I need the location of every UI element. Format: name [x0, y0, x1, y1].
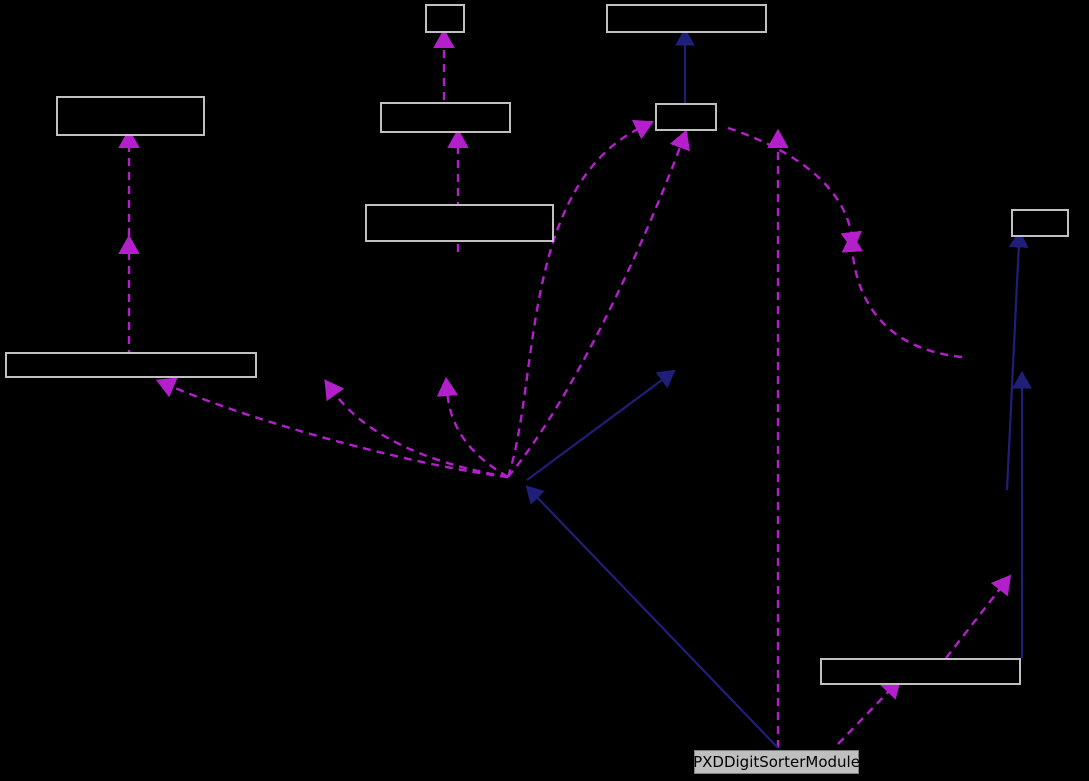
edge-n9-n7-upper [1005, 229, 1029, 491]
graph-node-9[interactable] [820, 658, 1021, 685]
graph-node-6[interactable] [655, 103, 717, 131]
edge-n9-up [945, 574, 1012, 659]
edge-hub-n4left [324, 379, 509, 479]
edge-hub-up [526, 369, 676, 481]
graph-node-4[interactable] [365, 204, 554, 242]
graph-node-8[interactable] [5, 352, 257, 378]
edge-arc-right [841, 232, 963, 359]
usage-edges [118, 28, 1012, 748]
edge-hub-n6right [507, 129, 691, 478]
graph-node-7[interactable] [1011, 209, 1069, 237]
edge-hub-n8 [155, 377, 509, 479]
graph-node-pxddigitsortermodule-label: PXDDigitSorterModule [693, 752, 860, 771]
edge-n10-n9 [837, 678, 902, 745]
graph-node-2[interactable] [425, 4, 465, 33]
graph-node-pxddigitsortermodule[interactable]: PXDDigitSorterModule [693, 750, 860, 774]
graph-node-1[interactable] [56, 96, 205, 136]
edge-hub-n4mid [436, 376, 509, 479]
graph-node-5[interactable] [606, 4, 767, 33]
edge-n10-hub [525, 485, 779, 749]
graph-node-3[interactable] [380, 102, 511, 133]
edge-hub-n6left [506, 119, 654, 478]
edge-n6-arc [727, 126, 862, 252]
inheritance-edges [525, 27, 1032, 749]
